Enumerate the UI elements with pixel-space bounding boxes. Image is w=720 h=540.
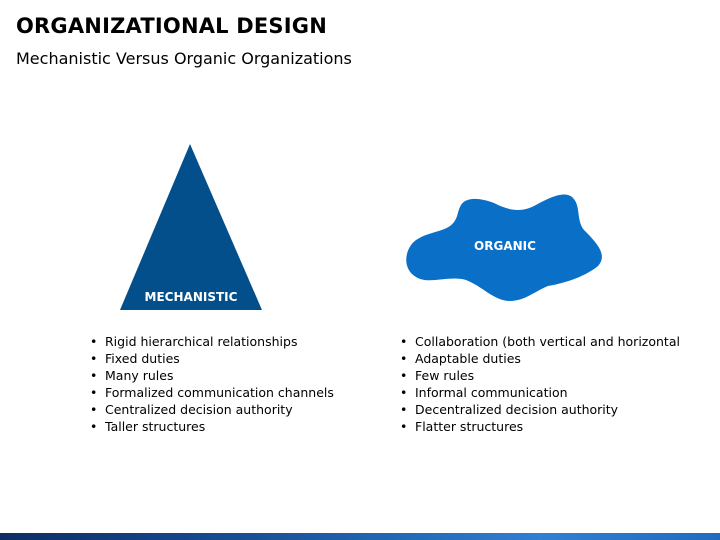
mechanistic-label: MECHANISTIC — [144, 290, 238, 304]
list-item: Collaboration (both vertical and horizon… — [400, 333, 680, 350]
mechanistic-traits-list: Rigid hierarchical relationships Fixed d… — [90, 333, 334, 435]
list-item: Decentralized decision authority — [400, 401, 680, 418]
organic-label: ORGANIC — [474, 239, 536, 253]
list-item: Few rules — [400, 367, 680, 384]
list-item: Many rules — [90, 367, 334, 384]
list-item: Adaptable duties — [400, 350, 680, 367]
list-item: Flatter structures — [400, 418, 680, 435]
list-item: Centralized decision authority — [90, 401, 334, 418]
list-item: Taller structures — [90, 418, 334, 435]
organic-traits-list: Collaboration (both vertical and horizon… — [400, 333, 680, 435]
list-item: Fixed duties — [90, 350, 334, 367]
slide-title: ORGANIZATIONAL DESIGN — [16, 14, 327, 38]
footer-bar — [0, 533, 720, 540]
list-item: Rigid hierarchical relationships — [90, 333, 334, 350]
organic-blob — [406, 194, 602, 301]
list-item: Formalized communication channels — [90, 384, 334, 401]
list-item: Informal communication — [400, 384, 680, 401]
mechanistic-triangle — [120, 144, 262, 310]
slide-subtitle: Mechanistic Versus Organic Organizations — [16, 49, 352, 68]
